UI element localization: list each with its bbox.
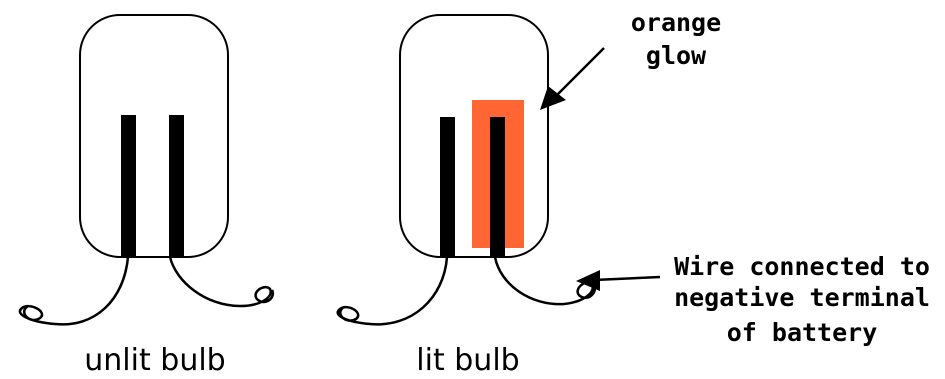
wire-arrow-line	[593, 275, 661, 282]
glow-label-line1: orange	[631, 8, 721, 37]
lit-bulb-left-electrode	[440, 117, 455, 257]
wire-callout: Wire connected to negative terminal of b…	[576, 252, 930, 347]
lit-bulb-right-electrode	[490, 117, 505, 257]
glow-arrow-head	[540, 86, 566, 110]
wire-label-line2: negative terminal	[674, 283, 930, 312]
glow-label-line2: glow	[646, 41, 707, 70]
glow-arrow-line	[551, 47, 605, 101]
unlit-bulb-right-wire	[168, 256, 275, 308]
lit-bulb	[336, 14, 597, 326]
wire-label-line3: of battery	[727, 318, 878, 347]
lit-bulb-glass	[399, 14, 549, 258]
unlit-bulb-glass	[79, 14, 229, 258]
unlit-bulb	[18, 14, 275, 326]
glow-callout: orange glow	[540, 8, 721, 110]
unlit-bulb-right-electrode	[169, 115, 184, 257]
lit-bulb-caption: lit bulb	[416, 343, 519, 378]
unlit-bulb-left-wire	[18, 256, 130, 326]
lit-bulb-left-wire	[336, 256, 449, 326]
unlit-bulb-caption: unlit bulb	[84, 343, 225, 378]
wire-arrow-head	[576, 270, 600, 291]
wire-label-line1: Wire connected to	[674, 252, 930, 281]
unlit-bulb-left-electrode	[121, 115, 136, 257]
